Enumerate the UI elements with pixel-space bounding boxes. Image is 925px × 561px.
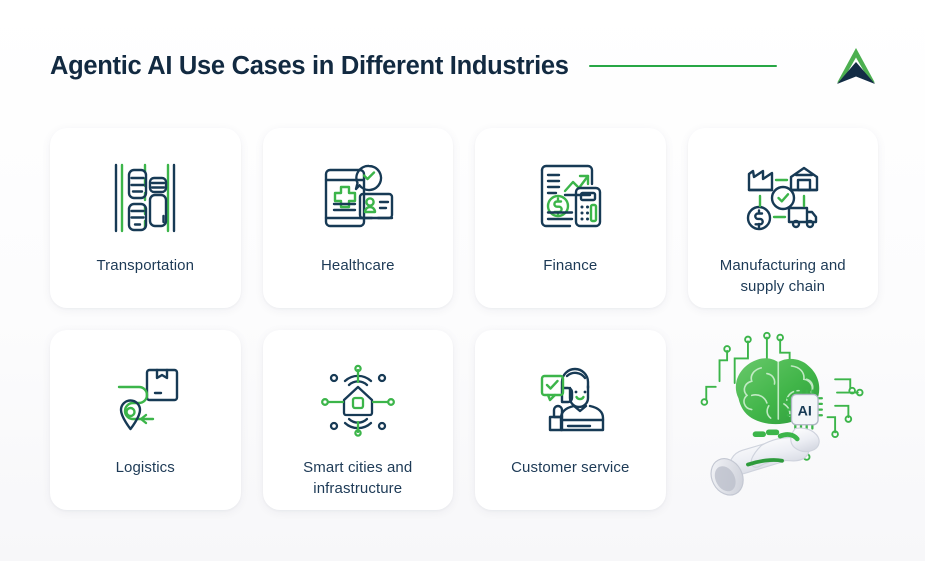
factory-supply-chain-icon bbox=[688, 150, 879, 246]
arrow-logo bbox=[837, 48, 875, 84]
medical-tablet-icon bbox=[263, 150, 454, 246]
road-vehicles-icon bbox=[50, 150, 241, 246]
card-label: Customer service bbox=[511, 459, 630, 476]
package-route-pin-icon bbox=[50, 352, 241, 448]
page-title: Agentic AI Use Cases in Different Indust… bbox=[50, 51, 569, 80]
card-finance[interactable]: Finance bbox=[475, 128, 666, 308]
industry-card-grid: Transportation bbox=[50, 128, 878, 510]
support-agent-icon bbox=[475, 352, 666, 448]
financial-report-calculator-icon bbox=[475, 150, 666, 246]
card-transportation[interactable]: Transportation bbox=[50, 128, 241, 308]
card-label: Logistics bbox=[115, 459, 175, 476]
ai-chip-label: AI bbox=[797, 403, 811, 419]
card-healthcare[interactable]: Healthcare bbox=[262, 128, 454, 308]
card-logistics[interactable]: Logistics bbox=[50, 330, 241, 510]
card-manufacturing[interactable]: Manufacturing and supply chain bbox=[687, 128, 879, 308]
card-label: Manufacturing and supply chain bbox=[719, 257, 846, 295]
card-label: Transportation bbox=[96, 257, 195, 274]
card-customer-service[interactable]: Customer service bbox=[475, 330, 666, 510]
robot-hand-ai-brain-illustration: AI bbox=[688, 330, 879, 510]
card-label: Finance bbox=[543, 257, 598, 274]
smart-home-network-icon bbox=[263, 352, 454, 448]
card-label: Healthcare bbox=[320, 257, 395, 274]
card-label: Smart cities and infrastructure bbox=[303, 459, 413, 497]
page-header: Agentic AI Use Cases in Different Indust… bbox=[50, 44, 878, 88]
header-divider bbox=[588, 65, 777, 67]
card-smart-cities[interactable]: Smart cities and infrastructure bbox=[262, 330, 454, 510]
